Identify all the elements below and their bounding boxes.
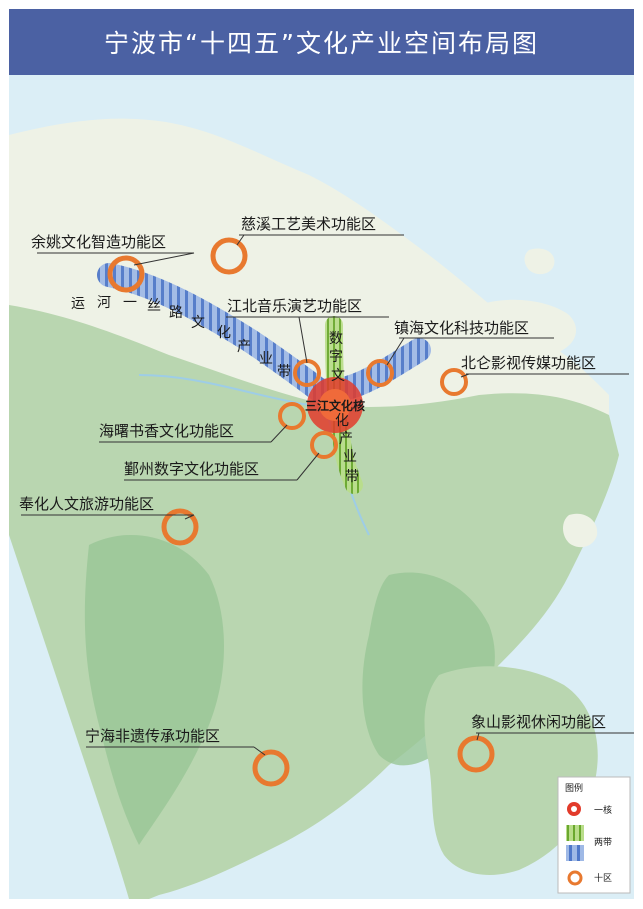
digital-belt-char: 数	[329, 331, 343, 347]
canal-silk-road-belt	[97, 263, 431, 403]
page-title: 宁波市“十四五”文化产业空间布局图	[9, 9, 634, 75]
canal-belt-char: 路	[169, 305, 183, 321]
canal-belt-char: 产	[237, 339, 251, 355]
zone-ring-icon	[567, 870, 583, 886]
digital-belt-char: 产	[339, 431, 353, 447]
digital-belt-char: 文	[331, 368, 345, 384]
zone-label-yinzhou: 鄞州数字文化功能区	[124, 460, 259, 478]
core-target-icon	[307, 377, 363, 433]
digital-belt-label: 数 字 文 化 产 业 带	[329, 331, 359, 485]
digital-belt-char: 化	[335, 413, 349, 429]
zone-label-beilun: 北仑影视传媒功能区	[461, 354, 596, 372]
legend-label-belts: 两带	[594, 837, 612, 848]
zone-ring-fenghua	[161, 508, 199, 546]
canal-belt-char: 一	[123, 295, 137, 311]
legend-label-core: 一核	[594, 804, 612, 816]
digital-belt-char: 字	[329, 349, 343, 365]
canal-belt-char: 运	[71, 296, 85, 312]
canal-belt-char: 丝	[147, 298, 161, 314]
belt-blue-icon	[566, 845, 584, 861]
zone-label-cixi: 慈溪工艺美术功能区	[241, 215, 376, 233]
xiangshan-peninsula	[424, 666, 598, 875]
canal-belt-char: 带	[277, 364, 291, 380]
digital-belt-char: 业	[343, 449, 357, 465]
zone-ring-zhenhai	[366, 359, 394, 387]
canal-belt-char: 河	[97, 295, 111, 311]
small-island-a	[563, 513, 598, 548]
zone-ring-xiangshan	[457, 735, 495, 773]
zone-ring-beilun	[440, 368, 468, 396]
zone-ring-yuyao	[107, 255, 145, 293]
map-svg: 三江文化核	[9, 75, 634, 899]
belt-green-icon	[566, 825, 584, 841]
canal-belt-char: 业	[259, 351, 273, 367]
western-hills	[84, 535, 224, 845]
zhoushan-island	[467, 299, 577, 357]
digital-belt-char: 带	[345, 469, 359, 485]
zone-ring-haishu	[278, 402, 306, 430]
legend-title: 图例	[565, 782, 583, 794]
zone-label-yuyao: 余姚文化智造功能区	[31, 233, 166, 251]
zone-ring-ninghai	[252, 749, 290, 787]
zone-label-xiangshan: 象山影视休闲功能区	[471, 713, 606, 731]
zone-ring-yinzhou	[310, 431, 338, 459]
canal-belt-char: 文	[191, 315, 205, 331]
small-island-b	[524, 248, 555, 275]
canal-belt-label: 运 河 一 丝 路 文 化 产 业 带	[71, 295, 291, 380]
zone-ring-cixi	[210, 237, 248, 275]
zone-label-jiangbei: 江北音乐演艺功能区	[227, 297, 362, 315]
map-canvas: 三江文化核	[9, 75, 634, 899]
zone-label-haishu: 海曙书香文化功能区	[99, 422, 234, 440]
leader-lines	[21, 234, 634, 756]
core-label: 三江文化核	[305, 398, 365, 413]
legend-label-zones: 十区	[594, 872, 612, 884]
river-line	[138, 374, 310, 406]
zone-label-ninghai: 宁海非遗传承功能区	[85, 727, 220, 745]
canal-belt-char: 化	[217, 325, 231, 341]
core-target-icon	[567, 802, 581, 816]
legend: 图例 一核 两带 十区	[557, 776, 631, 894]
zone-label-fenghua: 奉化人文旅游功能区	[19, 495, 154, 513]
zone-label-zhenhai: 镇海文化科技功能区	[394, 319, 529, 337]
